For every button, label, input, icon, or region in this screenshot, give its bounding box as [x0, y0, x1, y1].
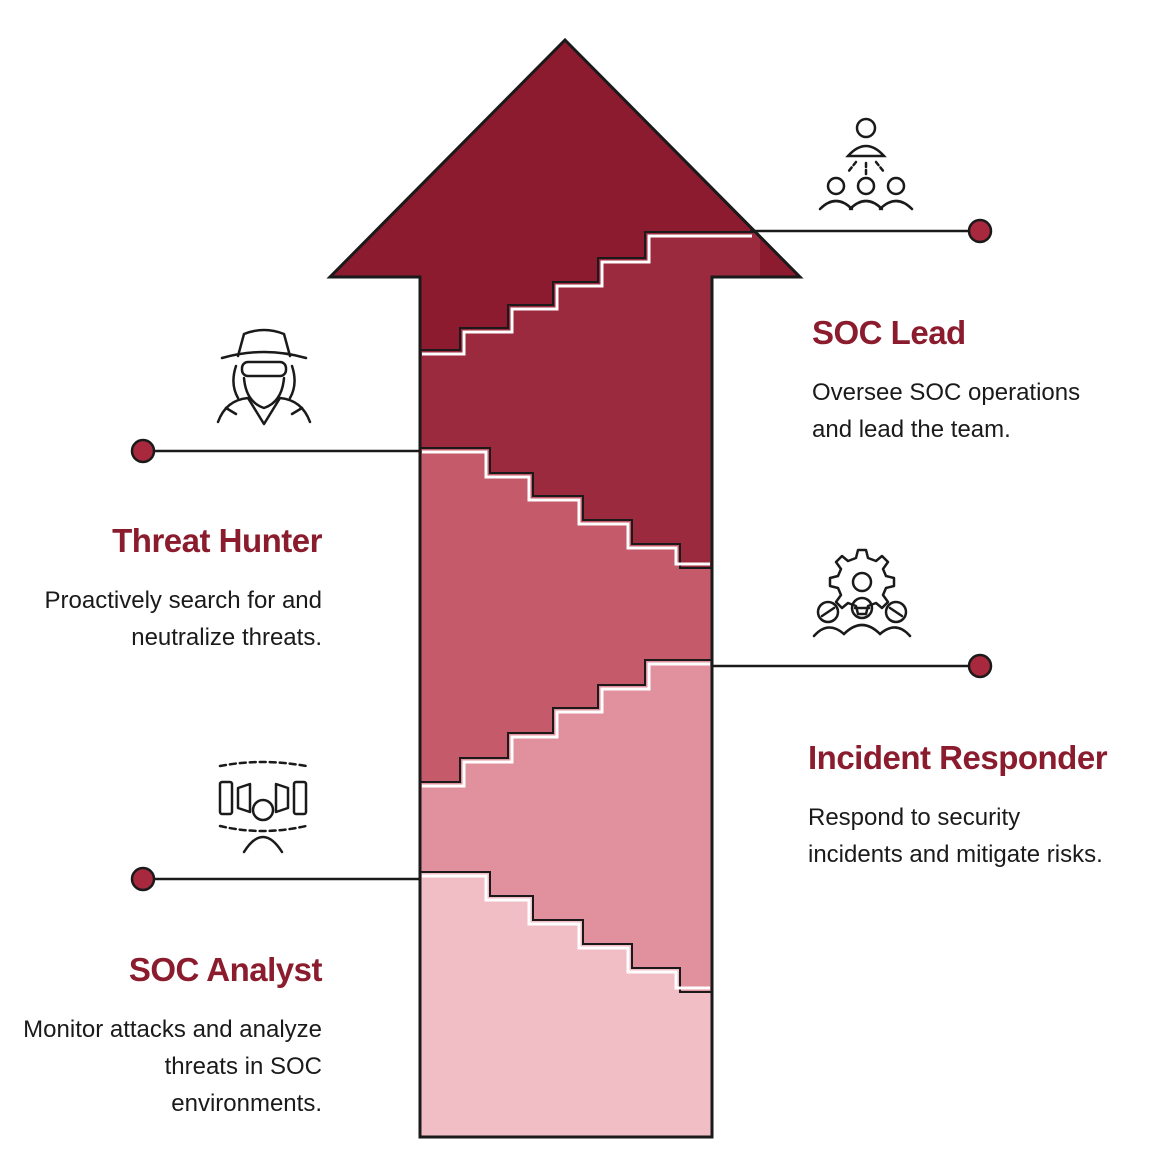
role-title-incident-responder: Incident Responder [808, 739, 1108, 776]
description-line: neutralize threats. [131, 624, 322, 651]
spy-hunter-icon [216, 328, 312, 426]
stair-edge-lower-up [420, 659, 712, 783]
tier-soc-lead-fill [420, 232, 760, 568]
connectors [145, 229, 978, 881]
stair-edge-upper [420, 231, 755, 351]
stair-edge-lower-up-highlight [422, 662, 710, 788]
tier-threat-hunter-fill [420, 448, 712, 782]
role-block-incident-responder: Incident Responder Respond to security i… [808, 739, 1148, 873]
monitoring-analyst-icon [218, 760, 308, 854]
role-description-soc-analyst: Monitor attacks and analyze threats in S… [0, 1011, 322, 1122]
arrow-fill [330, 40, 800, 1137]
stair-edge-bottom-down [420, 871, 712, 993]
connector-dot-soc-analyst [130, 866, 156, 892]
connector-dots [130, 218, 993, 892]
connector-dot-threat-hunter [130, 438, 156, 464]
role-title-threat-hunter: Threat Hunter [112, 522, 322, 559]
role-description-soc-lead: Oversee SOC operations and lead the team… [812, 374, 1142, 448]
stair-edge-bottom-down-highlight [422, 874, 710, 990]
description-line: environments. [171, 1090, 322, 1117]
stair-edge-mid-down [420, 447, 712, 569]
description-line: Respond to security [808, 804, 1021, 831]
description-line: Monitor attacks and analyze [23, 1016, 322, 1043]
stair-edge-mid-down-highlight [422, 450, 710, 566]
description-line: threats in SOC [164, 1053, 322, 1080]
description-line: incidents and mitigate risks. [808, 841, 1103, 868]
description-line: and lead the team. [812, 416, 1011, 443]
role-block-soc-analyst: SOC Analyst Monitor attacks and analyze … [0, 951, 322, 1122]
connector-dot-incident-responder [967, 653, 993, 679]
role-description-threat-hunter: Proactively search for and neutralize th… [0, 582, 322, 656]
stair-edge-upper-highlight [422, 234, 752, 356]
role-title-soc-lead: SOC Lead [812, 314, 966, 351]
arrow-outline [326, 37, 804, 1139]
role-title-soc-analyst: SOC Analyst [128, 951, 323, 988]
tier-soc-analyst-fill [420, 872, 712, 1137]
description-line: Oversee SOC operations [812, 379, 1081, 406]
staircase-edges [420, 231, 755, 993]
team-leader-icon [818, 117, 914, 211]
role-description-incident-responder: Respond to security incidents and mitiga… [808, 799, 1148, 873]
description-line: Proactively search for and [44, 587, 322, 614]
role-block-soc-lead: SOC Lead Oversee SOC operations and lead… [812, 314, 1142, 448]
tier-incident-responder-fill [420, 660, 712, 992]
team-gear-icon [812, 548, 912, 638]
role-block-threat-hunter: Threat Hunter Proactively search for and… [0, 522, 323, 656]
connector-dot-soc-lead [967, 218, 993, 244]
